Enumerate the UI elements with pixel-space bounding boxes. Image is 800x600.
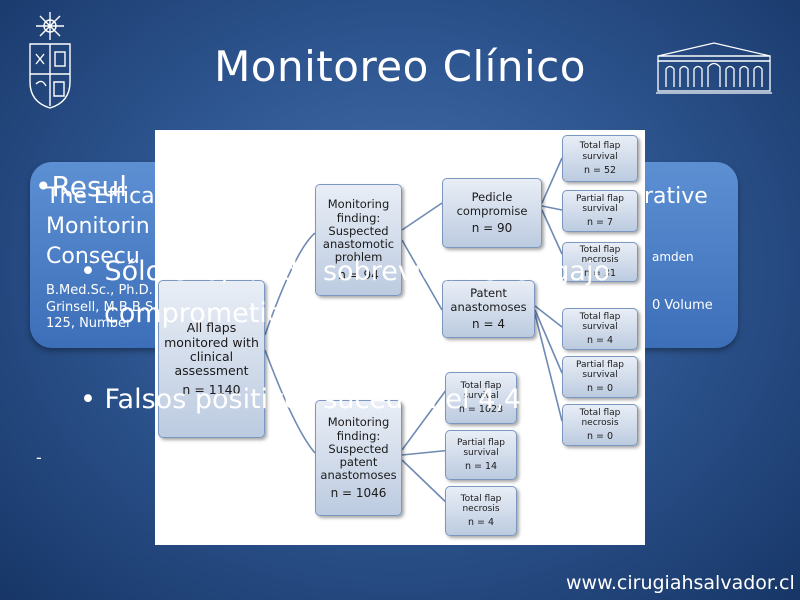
root-node: All flaps monitored with clinical assess…	[158, 280, 265, 438]
leaf-label: Partial flap survival	[456, 437, 506, 458]
banner-authors-2: Grinsell, M.B.B.S.	[46, 300, 158, 315]
patent-anastomoses-count: n = 4	[472, 316, 505, 331]
bullet-survival-cont: comprometido	[104, 298, 301, 329]
building-icon	[656, 42, 772, 94]
leaf-label: Total flap survival	[579, 141, 621, 162]
leaf-label: Total flap necrosis	[460, 493, 502, 514]
leaf-sp-necrosis: Total flap necrosis n = 4	[445, 486, 517, 536]
dash-mark: -	[36, 448, 42, 467]
leaf-label: Partial flap survival	[575, 193, 625, 214]
patent-anastomoses-node: Patent anastomoses n = 4	[442, 280, 535, 338]
bullet-false-positives: • Falsos positivos suceden el 4,4%	[80, 384, 547, 415]
leaf-ped-total: Total flap survival n = 52	[562, 135, 638, 182]
banner-authors-1: B.Med.Sc., Ph.D.	[46, 283, 153, 298]
leaf-sp-total: Total flap survival n = 1028	[445, 372, 517, 424]
problem-node-count: n = 94	[338, 267, 379, 282]
bullet-results: •Resul	[35, 170, 128, 203]
leaf-count: n = 0	[586, 383, 614, 395]
root-node-count: n = 1140	[182, 381, 241, 397]
footer-url[interactable]: www.cirugiahsalvador.cl	[566, 572, 795, 594]
leaf-count: n = 4	[467, 517, 495, 529]
pedicle-count: n = 90	[471, 220, 513, 235]
problem-node: Monitoring finding: Suspected anastomoti…	[315, 184, 402, 296]
leaf-ped-partial: Partial flap survival n = 7	[562, 190, 638, 232]
pedicle-node: Pedicle compromise n = 90	[442, 178, 542, 248]
pedicle-label: Pedicle compromise	[456, 190, 528, 218]
banner-line-1: The Efficac	[46, 184, 167, 209]
leaf-count: n = 14	[464, 461, 498, 473]
leaf-ped-necrosis: Total flap necrosis n = 31	[562, 242, 638, 282]
connector-lines	[264, 157, 563, 509]
slide-title: Monitoreo Clínico	[214, 42, 586, 91]
leaf-label: Partial flap survival	[575, 359, 625, 380]
leaf-label: Total flap survival	[460, 380, 502, 401]
banner-line-3: Consecu	[46, 244, 140, 269]
university-crest-icon	[29, 12, 71, 109]
leaf-pat-necrosis: Total flap necrosis n = 0	[562, 404, 638, 446]
flap-outcome-diagram: All flaps monitored with clinical assess…	[155, 130, 645, 545]
leaf-label: Total flap survival	[579, 311, 621, 332]
leaf-count: n = 0	[586, 431, 614, 443]
problem-node-label: Monitoring finding: Suspected anastomoti…	[322, 197, 395, 265]
banner-citation: 125, Number	[46, 316, 132, 331]
leaf-count: n = 7	[586, 217, 614, 229]
banner-line-2: Monitorin	[46, 214, 150, 239]
patent-finding-label: Monitoring finding: Suspected patent ana…	[320, 415, 397, 483]
patent-anastomoses-label: Patent anastomoses	[450, 286, 527, 314]
bullet-survival: • Sólo el 0,4% de sobrevida del colgajo	[80, 256, 610, 287]
banner-right-title: rative	[644, 184, 708, 209]
root-node-label: All flaps monitored with clinical assess…	[164, 320, 259, 379]
leaf-pat-total: Total flap survival n = 4	[562, 308, 638, 350]
leaf-sp-partial: Partial flap survival n = 14	[445, 430, 517, 480]
banner-right-small: amden	[652, 250, 694, 264]
leaf-count: n = 1028	[458, 404, 504, 416]
leaf-label: Total flap necrosis	[579, 407, 621, 428]
leaf-count: n = 4	[586, 335, 614, 347]
patent-finding-node: Monitoring finding: Suspected patent ana…	[315, 400, 402, 516]
leaf-count: n = 52	[583, 164, 617, 176]
banner-right-volume: 0 Volume	[652, 298, 713, 313]
leaf-label: Total flap necrosis	[579, 244, 621, 265]
leaf-count: n = 31	[583, 268, 617, 280]
leaf-pat-partial: Partial flap survival n = 0	[562, 356, 638, 398]
patent-finding-count: n = 1046	[330, 485, 387, 500]
